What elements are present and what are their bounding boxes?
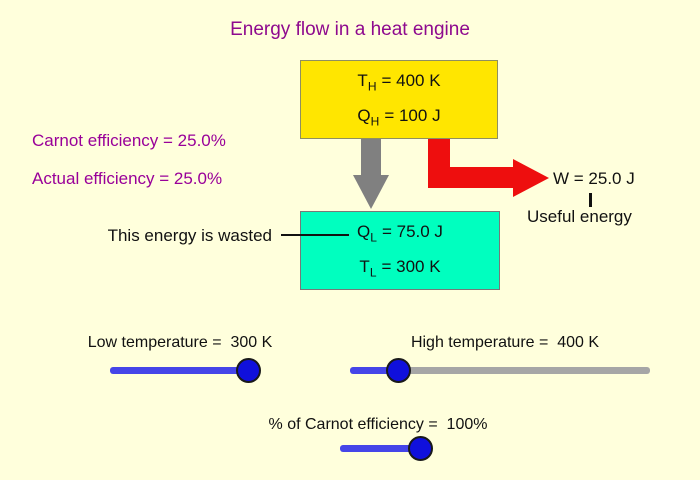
carnot-percent-label: % of Carnot efficiency = 100% — [268, 416, 488, 433]
high-temperature-slider-track-remainder[interactable] — [398, 367, 650, 374]
high-temperature-slider-track-filled[interactable] — [350, 367, 398, 374]
low-temperature-label: Low temperature = 300 K — [87, 334, 273, 351]
waste-arrow-shaft — [361, 139, 381, 176]
useful-energy-label: Useful energy — [527, 207, 632, 226]
carnot-percent-slider-track[interactable] — [340, 445, 420, 452]
cold-heat-value: QL= 75.0 J — [357, 222, 443, 245]
carnot-efficiency-readout: Carnot efficiency = 25.0% — [32, 131, 226, 150]
work-arrow-horizontal — [428, 167, 514, 188]
low-temperature-slider-thumb[interactable] — [236, 358, 261, 383]
useful-energy-connector-line — [589, 193, 592, 207]
hot-heat-value: QH= 100 J — [357, 105, 441, 128]
carnot-percent-slider-thumb[interactable] — [408, 436, 433, 461]
wasted-energy-pointer-line — [281, 234, 349, 236]
work-value-label: W = 25.0 J — [553, 169, 635, 188]
wasted-energy-label: This energy is wasted — [107, 226, 272, 245]
work-arrow-right-icon — [513, 159, 549, 197]
hot-reservoir-box: TH= 400 K QH= 100 J — [300, 60, 498, 139]
waste-arrow-down-icon — [353, 175, 389, 209]
page-title: Energy flow in a heat engine — [230, 19, 470, 40]
cold-reservoir-box: QL= 75.0 J TL= 300 K — [300, 211, 500, 290]
high-temperature-slider-thumb[interactable] — [386, 358, 411, 383]
hot-temperature-value: TH= 400 K — [357, 71, 441, 94]
actual-efficiency-readout: Actual efficiency = 25.0% — [32, 169, 223, 188]
cold-temperature-value: TL= 300 K — [359, 256, 441, 279]
low-temperature-slider-track[interactable] — [110, 367, 248, 374]
high-temperature-label: High temperature = 400 K — [410, 334, 600, 351]
